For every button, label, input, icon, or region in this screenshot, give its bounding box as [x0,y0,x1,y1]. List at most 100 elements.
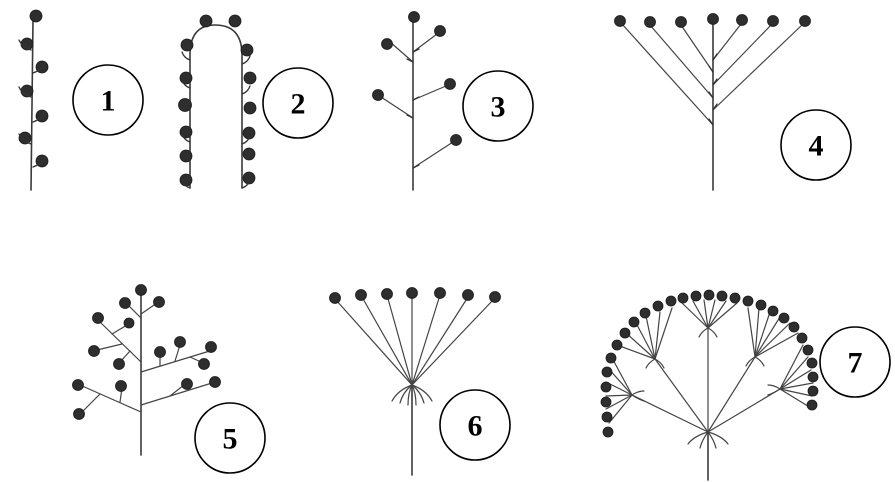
diagram-3-bract [412,96,420,101]
inflorescence-6-umbel [329,287,501,476]
diagram-7-umbellet [681,299,738,329]
diagram-5-branch [96,343,123,351]
diagram-2-flower [228,14,242,28]
label-5-text: 5 [223,423,238,456]
diagram-4-pedicel [680,24,714,73]
diagram-4-flower [767,15,779,27]
diagram-5-flower [119,297,131,309]
diagram-6-flower [434,287,446,299]
diagram-1-flower [18,131,32,145]
label-5-circle [194,402,266,474]
diagram-4-flower [675,16,687,28]
diagram-3-pedicel [412,33,438,53]
diagram-1-bract [18,39,32,51]
diagram-6-ray [335,299,413,386]
diagram-5-flower [181,378,193,390]
diagram-3-flower [381,38,393,50]
diagram-5-branch [79,384,142,413]
diagram-1-bract [32,156,46,168]
diagram-5-branch [140,382,213,406]
diagram-1-axis [30,19,34,191]
diagram-7-involucel [645,358,665,369]
diagram-1-bract [18,133,32,145]
diagram-6-ray [386,294,413,386]
diagram-2-bract [241,135,251,145]
diagram-4-bract [712,53,718,61]
diagram-6-ray [361,296,413,386]
diagram-7-flowers [600,289,819,438]
diagram-4-pedicel [712,23,773,86]
diagram-5-flower [115,380,127,392]
diagram-3-bract [412,164,420,169]
diagram-6-flower [462,289,474,301]
diagram-5-flower [205,341,217,353]
diagram-1-bract [18,86,32,98]
diagram-4-bract [708,118,714,126]
diagram-5-flower [153,296,165,308]
label-4-circle [780,109,852,181]
diagram-3-pedicel [380,96,414,119]
label-3-text: 3 [491,91,506,124]
label-7-circle [819,326,891,398]
diagram-6-flower [381,288,393,300]
diagram-2-flower [243,71,257,85]
diagram-7-involucre [687,431,729,449]
diagram-5-flower [198,358,210,370]
diagram-4-flower [614,15,626,27]
diagram-5-flower [135,284,147,296]
diagram-3-flower [444,78,456,90]
diagram-2-bract [181,179,191,189]
diagram-3-flower [450,134,462,146]
label-2-text: 2 [291,88,306,121]
diagram-5-flower [209,376,221,388]
diagram-5-flower [113,358,125,370]
label-6-text: 6 [468,410,483,443]
diagram-7-ray [707,356,756,433]
diagram-7-involucel [631,390,645,402]
diagram-1-bract [32,62,46,74]
diagram-2-flower [178,98,192,112]
diagram-6-involucre [391,384,433,406]
diagram-2-bract [181,79,191,89]
diagram-5-branch [140,349,214,373]
diagram-6-ray [411,294,441,386]
diagram-4-bract [708,65,714,73]
diagram-6-flower [406,287,418,299]
diagram-2-bract [241,85,251,95]
diagram-4-flower [736,14,748,26]
diagram-4-flower [644,16,656,28]
diagram-2-flower [240,43,254,57]
diagram-2-flower [179,125,193,139]
diagram-5-branch [169,384,185,397]
diagram-4-pedicel [621,23,714,126]
diagram-2-flower [243,101,257,115]
diagram-6-flower [329,292,341,304]
diagram-6-flower [355,289,367,301]
diagram-2-bract [181,51,191,61]
diagram-5-branch [99,321,142,363]
diagram-1-flower [29,9,43,23]
diagram-3-bract [412,48,420,53]
diagram-4-flower [799,15,811,27]
diagram-2-flower [242,147,256,161]
diagram-4-bract [712,103,718,111]
diagram-7-umbellet [616,307,673,360]
diagram-3-flower [372,89,384,101]
diagram-2-axis [189,24,243,189]
diagram-7-involucel [767,384,781,396]
diagram-7-ray [654,358,709,433]
diagram-4-pedicel [712,23,804,111]
diagram-3-bract [406,114,414,119]
diagram-2-flower [242,171,256,185]
diagram-2-flower [180,38,194,52]
diagram-6-flower [489,291,501,303]
diagram-2-flower [199,14,213,28]
label-7: 7 [819,326,891,398]
diagram-5-flower [72,379,84,391]
diagram-1-bract [32,111,46,123]
diagram-5-flower [174,336,186,348]
diagram-4-pedicel [649,24,714,99]
diagram-4-pedicel [712,23,742,61]
inflorescence-3-raceme [372,11,462,191]
